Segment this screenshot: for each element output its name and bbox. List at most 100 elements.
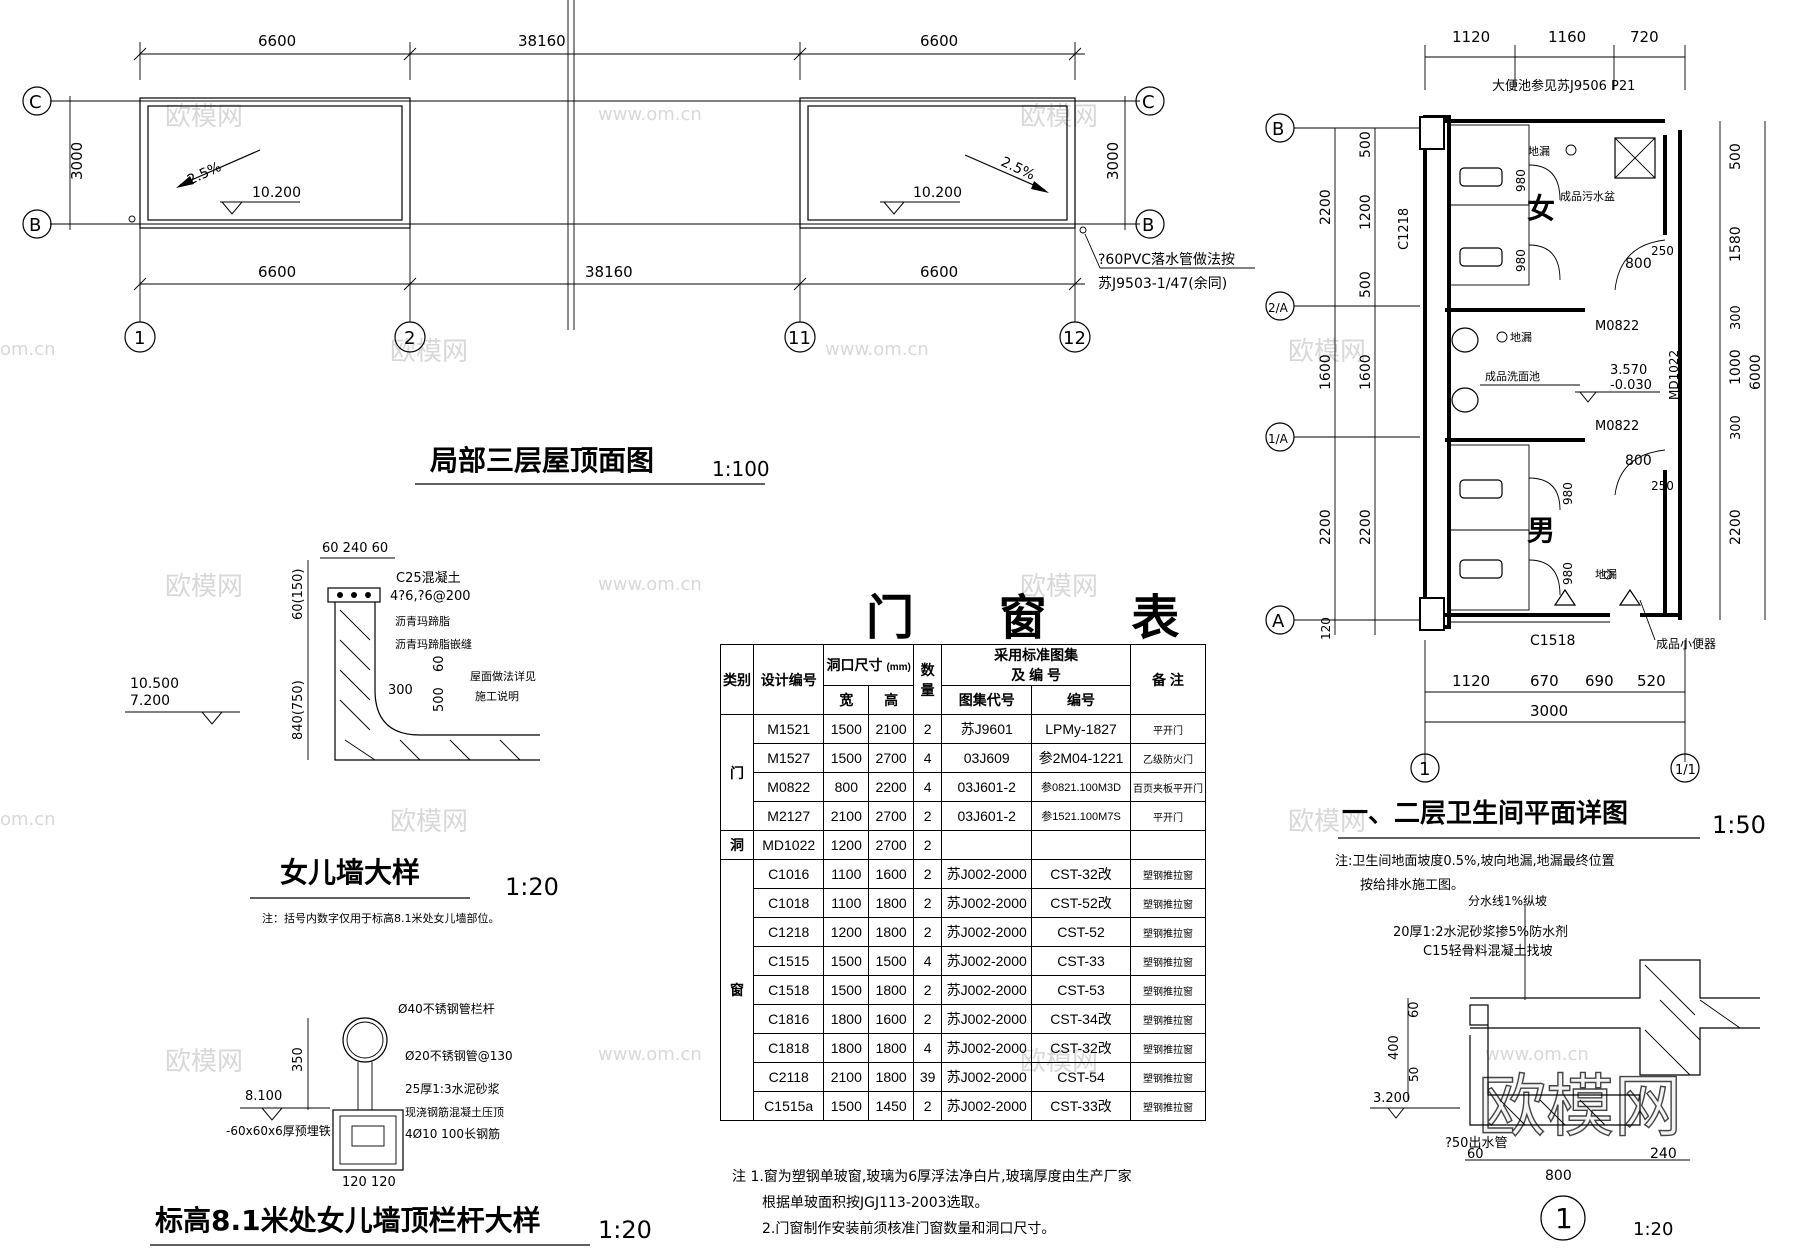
plan-note: 成品小便器 bbox=[1656, 637, 1716, 651]
axis-label: C bbox=[29, 92, 42, 113]
axis-label: 2/A bbox=[1268, 301, 1289, 315]
door-window-table-title: 门 窗 表 bbox=[866, 590, 1214, 646]
detail-note: ?50出水管 bbox=[1445, 1136, 1507, 1151]
door-label: MD1022 bbox=[1667, 350, 1681, 400]
toilet-plan: 1120 1160 720 大便池参见苏J9506 P21 B 2/A 1/A … bbox=[1265, 28, 1766, 893]
parapet-footnote: 注：括号内数字仅用于标高8.1米处女儿墙部位。 bbox=[262, 911, 500, 925]
dim-label: 840(750) bbox=[291, 680, 306, 740]
header-size-unit: (mm) bbox=[886, 662, 911, 673]
dim-label: 60 bbox=[1467, 1147, 1484, 1162]
cell-no: CST-52改 bbox=[1031, 888, 1131, 918]
cell-remark: 塑钢推拉窗 bbox=[1129, 859, 1207, 889]
axis-label: 11 bbox=[788, 328, 811, 349]
railing-note: 现浇钢筋混凝土压顶 bbox=[405, 1105, 504, 1119]
dim-label: 800 bbox=[1625, 256, 1652, 272]
dim-label: 690 bbox=[1585, 672, 1614, 690]
cell-no bbox=[1031, 830, 1131, 860]
railing-note: -60x60x6厚预埋铁 bbox=[226, 1124, 331, 1138]
cell-w: 2100 bbox=[823, 1062, 870, 1092]
cell-atlas: 苏J002-2000 bbox=[941, 1091, 1033, 1121]
cell-h: 2700 bbox=[868, 801, 915, 831]
railing-note: 4Ø10 100长钢筋 bbox=[405, 1126, 500, 1141]
axis-label: B bbox=[1272, 119, 1284, 140]
cell-no: CST-32改 bbox=[1031, 859, 1131, 889]
cell-no: LPMy-1827 bbox=[1031, 714, 1131, 744]
railing-note: Ø40不锈钢管栏杆 bbox=[398, 1001, 495, 1016]
dim-label: 1000 bbox=[1728, 349, 1744, 385]
toilet-note: 注:卫生间地面坡度0.5%,坡向地漏,地漏最终位置 bbox=[1335, 853, 1615, 869]
cell-w: 1100 bbox=[823, 859, 870, 889]
table-note-3: 2.门窗制作安装前须核准门窗数量和洞口尺寸。 bbox=[762, 1221, 1056, 1237]
cell-remark: 平开门 bbox=[1129, 801, 1207, 831]
elevation-label: 10.200 bbox=[913, 185, 962, 201]
cell-code: C1518 bbox=[752, 975, 825, 1005]
dim-label: 670 bbox=[1530, 672, 1559, 690]
elevation-label: 10.200 bbox=[252, 185, 301, 201]
cell-w: 1200 bbox=[823, 830, 870, 860]
elevation-label: 7.200 bbox=[130, 693, 170, 709]
dim-label: 2200 bbox=[1728, 509, 1744, 545]
door-label: M0822 bbox=[1595, 319, 1639, 334]
cell-no: CST-33 bbox=[1031, 946, 1131, 976]
dim-label: 6600 bbox=[920, 32, 958, 50]
plan-note: 地漏 bbox=[1595, 568, 1617, 581]
detail-note: C15轻骨料混凝土找坡 bbox=[1423, 943, 1553, 959]
dim-label: 300 bbox=[388, 683, 413, 698]
cell-code: M1527 bbox=[752, 743, 825, 773]
cell-qty: 2 bbox=[913, 714, 943, 744]
detail-note: 分水线1%纵坡 bbox=[1468, 894, 1547, 908]
dim-label: 6000 bbox=[1748, 354, 1764, 390]
dim-label: 980 bbox=[1561, 562, 1575, 585]
cell-qty: 4 bbox=[913, 772, 943, 802]
dim-label: 1160 bbox=[1548, 28, 1586, 46]
dim-label: 500 bbox=[432, 687, 447, 712]
cell-h: 1800 bbox=[868, 888, 915, 918]
pipe-note: 苏J9503-1/47(余同) bbox=[1098, 275, 1227, 292]
dim-label: 60 bbox=[432, 655, 447, 672]
cell-h: 1600 bbox=[868, 1004, 915, 1034]
cell-no: CST-52 bbox=[1031, 917, 1131, 947]
plan-note: 大便池参见苏J9506 P21 bbox=[1492, 78, 1635, 94]
toilet-plan-title: 一、二层卫生间平面详图 bbox=[1342, 798, 1628, 829]
header-category: 类别 bbox=[723, 671, 751, 688]
cell-no: CST-53 bbox=[1031, 975, 1131, 1005]
cell-w: 1200 bbox=[823, 917, 870, 947]
cell-w: 2100 bbox=[823, 801, 870, 831]
table-note-2: 根据单玻面积按JGJ113-2003选取。 bbox=[762, 1195, 989, 1211]
parapet-title: 女儿墙大样 bbox=[280, 856, 420, 889]
cell-remark: 塑钢推拉窗 bbox=[1129, 975, 1207, 1005]
cell-code: C1016 bbox=[752, 859, 825, 889]
elevation-label: 8.100 bbox=[245, 1089, 282, 1104]
dim-label: 6600 bbox=[258, 32, 296, 50]
toilet-note: 按给排水施工图。 bbox=[1360, 878, 1464, 893]
cell-no: 参1521.100M7S bbox=[1031, 801, 1131, 831]
plan-note: 地漏 bbox=[1528, 145, 1550, 158]
watermark: om.cn bbox=[0, 809, 56, 830]
cell-w: 1500 bbox=[823, 975, 870, 1005]
cell-qty: 2 bbox=[913, 801, 943, 831]
cell-code: C1018 bbox=[752, 888, 825, 918]
cell-w: 800 bbox=[823, 772, 870, 802]
window-label: C1518 bbox=[1530, 633, 1575, 649]
cell-qty: 2 bbox=[913, 859, 943, 889]
cell-remark: 百页夹板平开门 bbox=[1129, 772, 1207, 802]
table-note-1: 注 1.窗为塑钢单玻窗,玻璃为6厚浮法净白片,玻璃厚度由生产厂家 bbox=[732, 1169, 1132, 1185]
railing-title: 标高8.1米处女儿墙顶栏杆大样 bbox=[155, 1204, 541, 1237]
roof-plan-title: 局部三层屋顶面图 bbox=[430, 444, 654, 477]
watermark: 欧模网 bbox=[1020, 572, 1098, 602]
plan-note: 地漏 bbox=[1510, 331, 1532, 344]
dim-label: 800 bbox=[1625, 453, 1652, 469]
dim-label: 120 bbox=[1319, 617, 1333, 640]
parapet-detail: 60 240 60 C25混凝土 4?6,?6@200 沥青玛蹄脂 沥青玛蹄脂嵌… bbox=[125, 541, 559, 925]
category-cell: 窗 bbox=[720, 859, 754, 1121]
dim-label: 500 bbox=[1358, 271, 1374, 298]
cell-code: MD1022 bbox=[752, 830, 825, 860]
parapet-note: 屋面做法详见 bbox=[470, 669, 536, 683]
cell-qty: 2 bbox=[913, 1004, 943, 1034]
cell-no: CST-54 bbox=[1031, 1062, 1131, 1092]
